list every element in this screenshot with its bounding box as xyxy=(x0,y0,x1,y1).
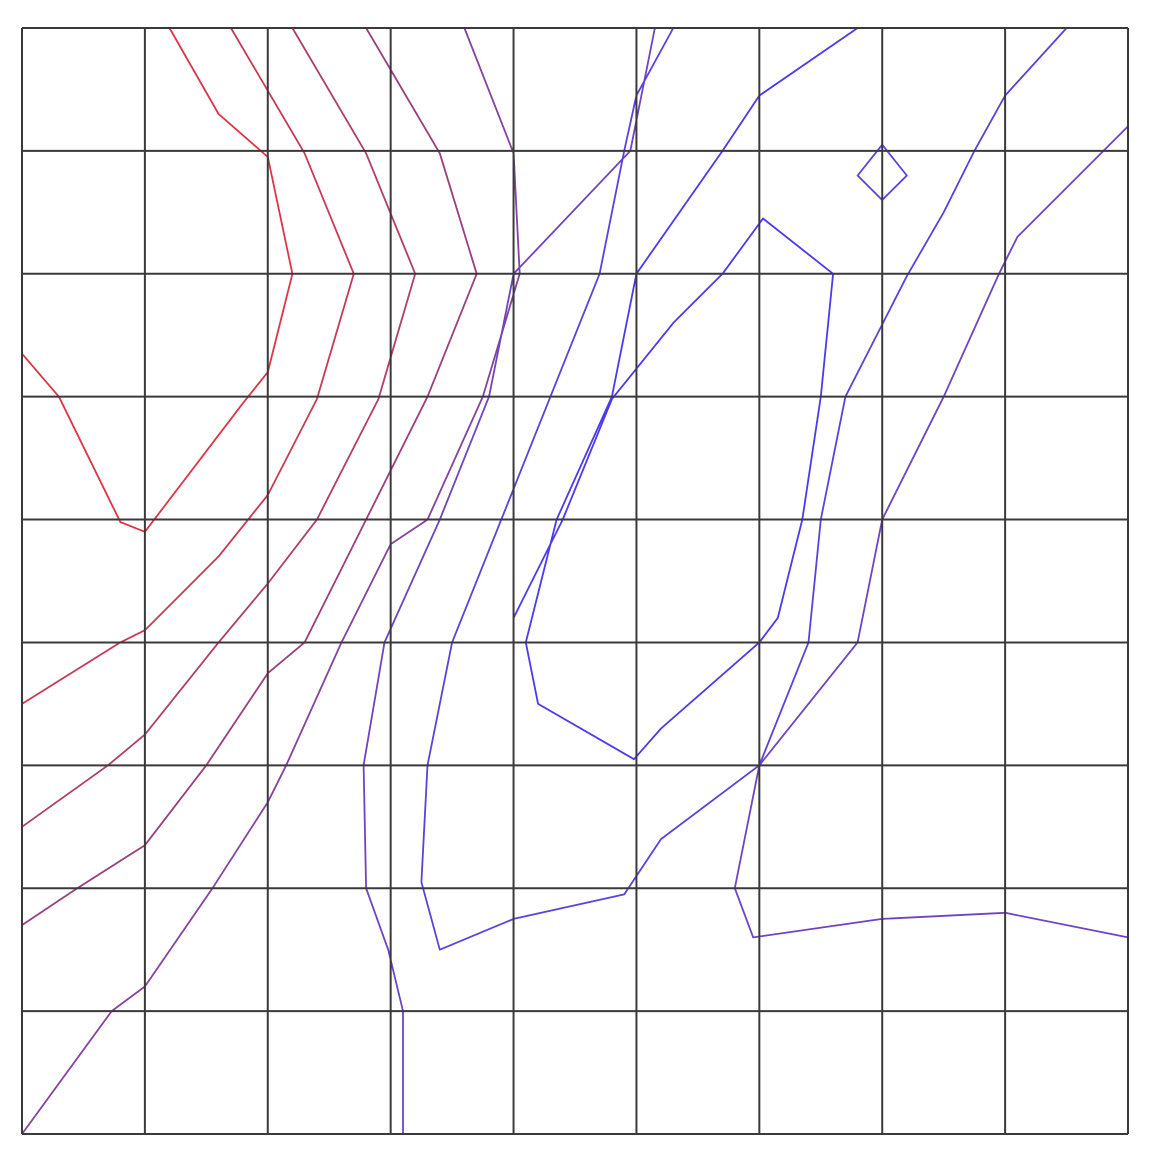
contour-line-0-0 xyxy=(21,353,146,533)
contour-line-6-1 xyxy=(420,27,1068,951)
grid xyxy=(21,27,1129,1135)
